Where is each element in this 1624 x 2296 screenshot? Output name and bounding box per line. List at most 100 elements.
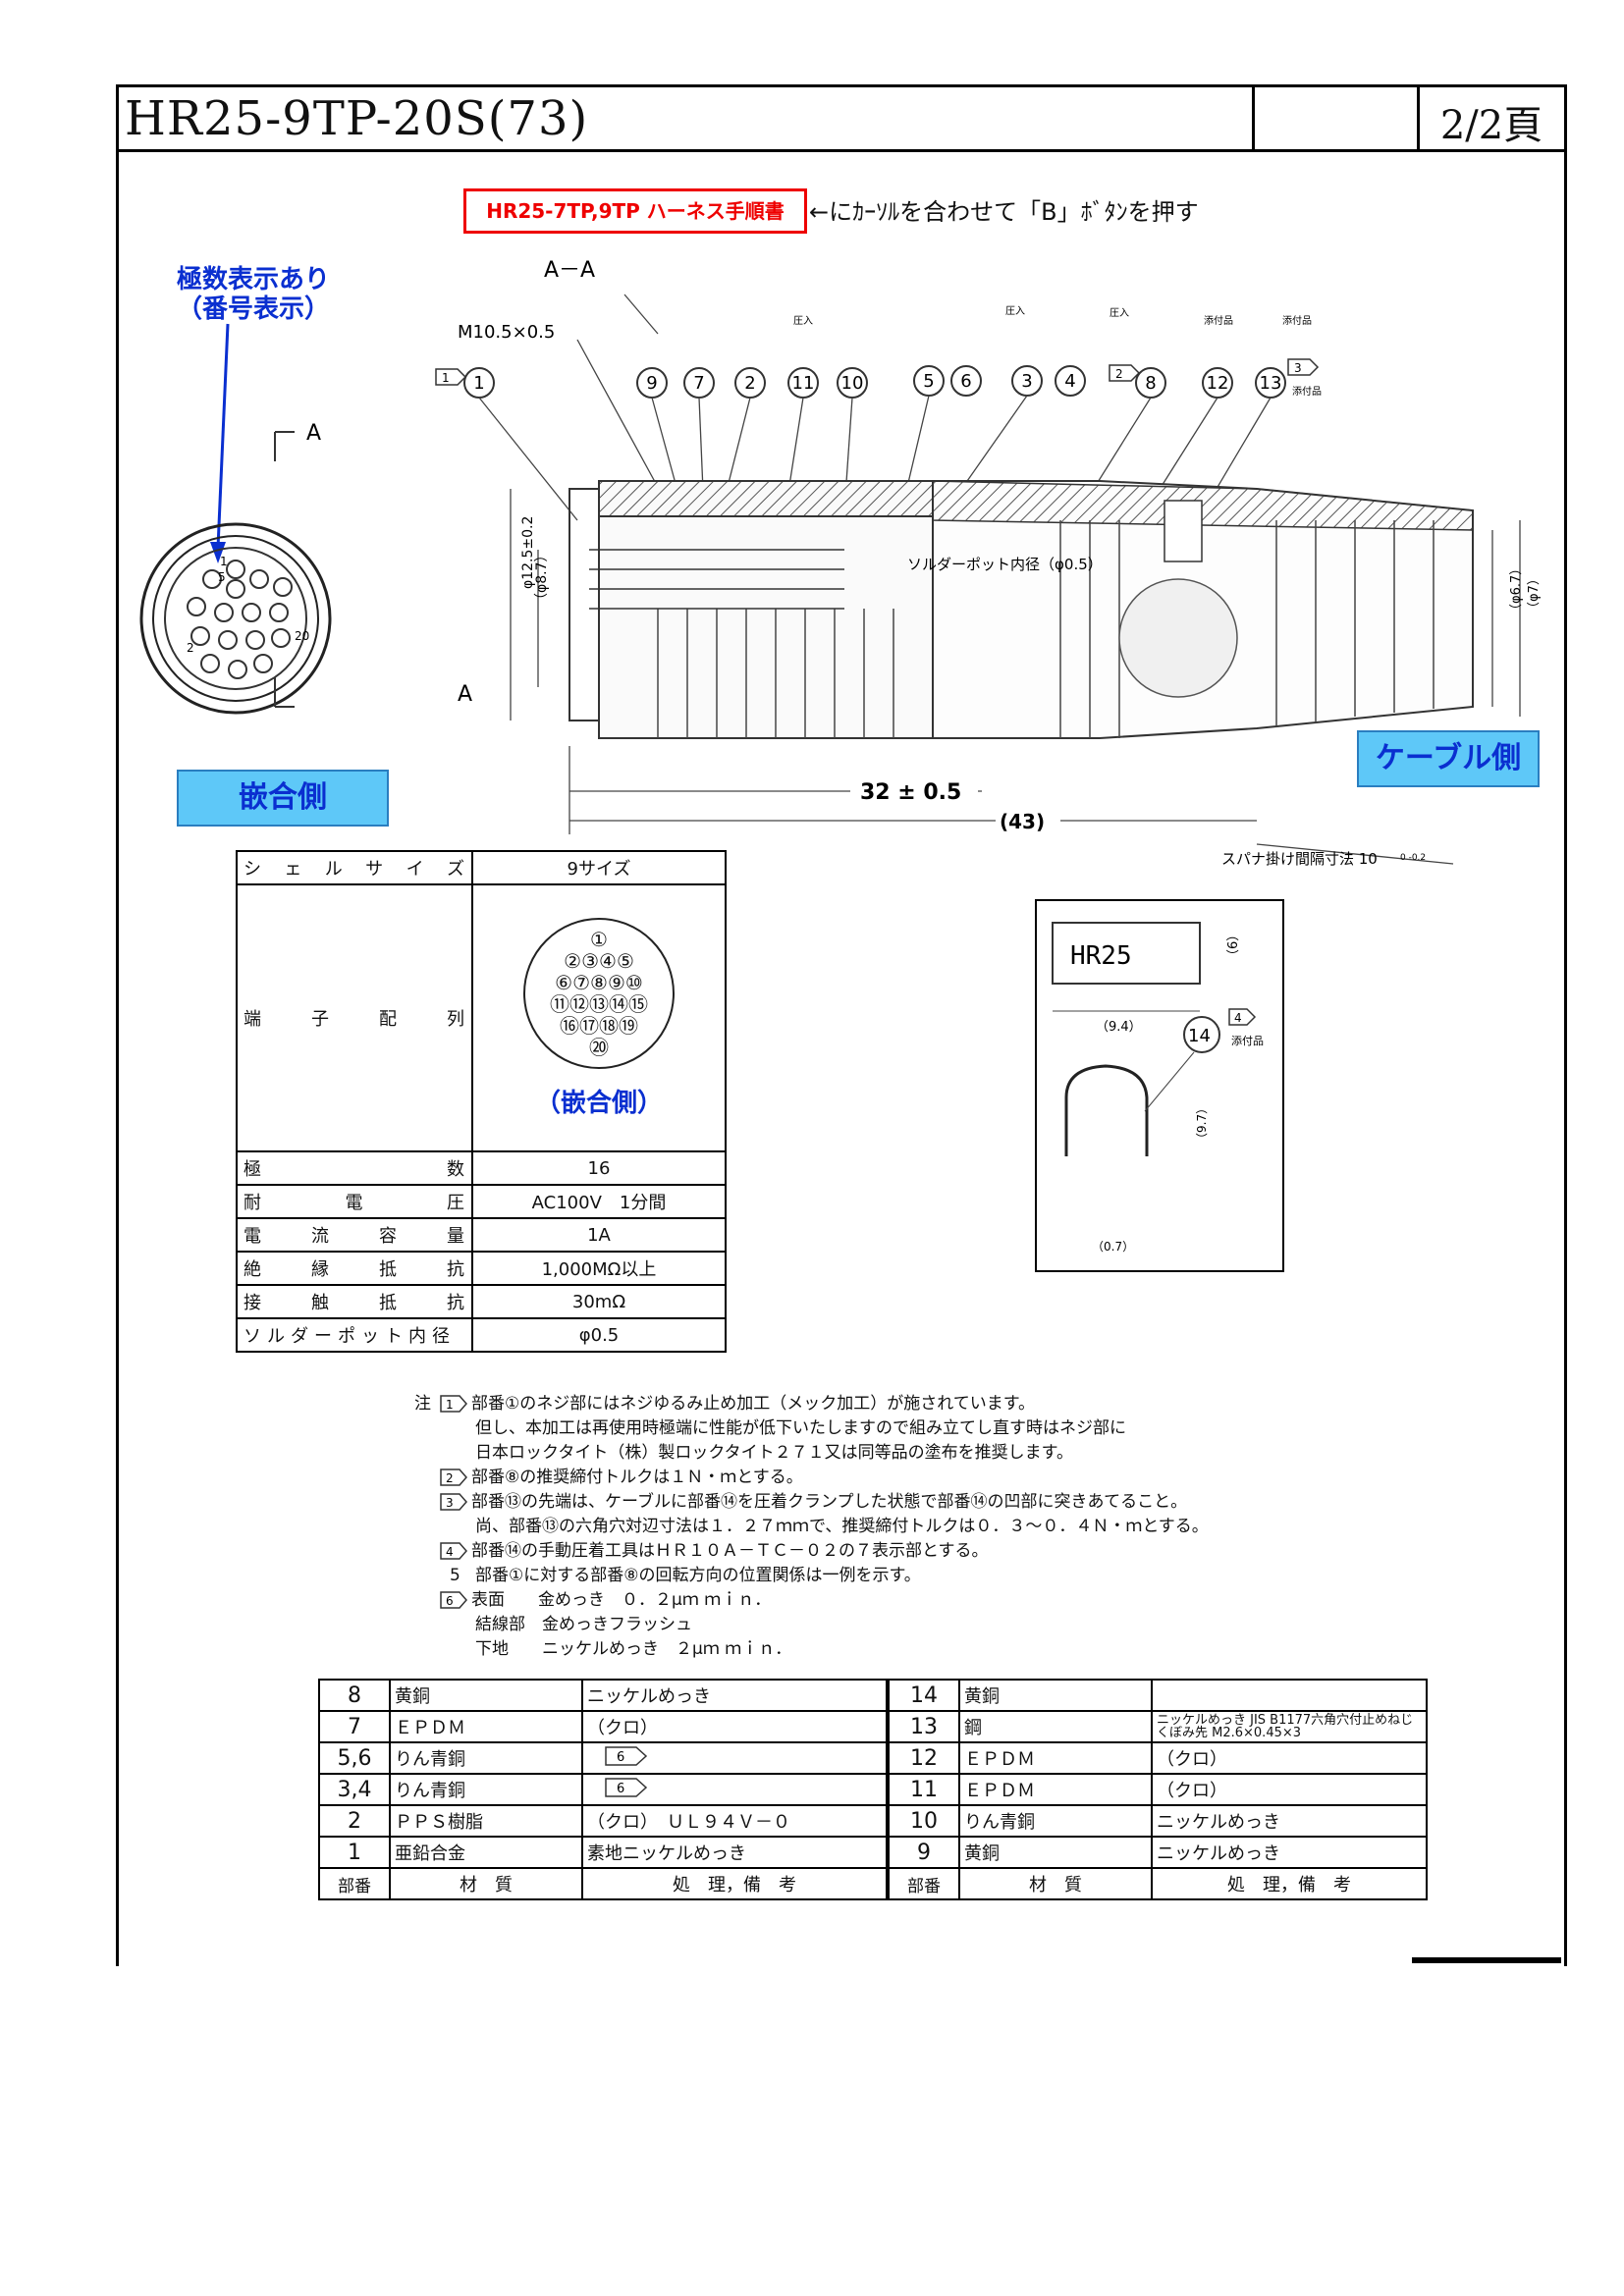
- balloon-1: 1: [473, 373, 484, 394]
- sheet-corner-mark: [1412, 1957, 1561, 1963]
- section-label: A－A: [544, 258, 595, 283]
- spec-value-current: 1A: [471, 1217, 727, 1253]
- pin-row-2: ②③④⑤: [564, 948, 634, 973]
- note-flag-1: 1: [440, 1395, 467, 1413]
- spec-row-voltage: 耐電圧 AC100V 1分間: [236, 1184, 727, 1219]
- pin-label-20: 20: [295, 629, 309, 643]
- svg-text:3: 3: [446, 1496, 454, 1510]
- balloon-13: 13: [1260, 373, 1282, 394]
- balloon-6: 6: [960, 371, 971, 392]
- pin-layout-caption: （嵌合側）: [534, 1088, 663, 1118]
- polarity-callout-line1: 極数表示あり: [176, 265, 330, 294]
- balloon-7: 7: [693, 373, 704, 394]
- note-flag-3: 3: [440, 1493, 467, 1511]
- svg-text:6: 6: [617, 1782, 624, 1796]
- pin-row-1: ①: [590, 927, 608, 951]
- spec-value-voltage: AC100V 1分間: [471, 1184, 727, 1219]
- spanner-tolerance: 0 -0.2: [1400, 853, 1426, 863]
- spec-row-shell-size: シェルサイズ 9サイズ: [236, 850, 727, 885]
- note-line-7: 4 部番⑭の手動圧着工具はＨＲ１０Ａ－ＴＣ－０２の７表示部とする。: [414, 1539, 1209, 1564]
- drawing-sheet: HR25-9TP-20S(73) 2/2頁: [116, 84, 1567, 1966]
- pin-layout-diagram: ① ②③④⑤ ⑥⑦⑧⑨⑩ ⑪⑫⑬⑭⑮ ⑯⑰⑱⑲ ⑳: [523, 917, 675, 1069]
- notes-prefix: 注: [414, 1394, 431, 1414]
- dim-diameter-cable1: （φ6.7）: [1509, 562, 1524, 616]
- part-number-title: HR25-9TP-20S(73): [125, 91, 589, 146]
- note-line-8: 5 部番①に対する部番⑧の回転方向の位置関係は一例を示す。: [450, 1566, 921, 1585]
- note-line-5: 3 部番⑬の先端は、ケーブルに部番⑭を圧着クランプした状態で部番⑭の凹部に突きあ…: [414, 1490, 1209, 1515]
- svg-text:1: 1: [446, 1398, 454, 1412]
- pin-label-1: 1: [220, 555, 228, 568]
- detail-stamp-text: HR25: [1070, 941, 1132, 971]
- mating-side-label: 嵌合側: [177, 770, 389, 827]
- pin-label-5: 5: [218, 570, 226, 584]
- dim-diameter-cable2: （φ7）: [1527, 572, 1542, 614]
- notes-block: 注 1 部番①のネジ部にはネジゆるみ止め加工（メック加工）が施されています。 但…: [414, 1392, 1209, 1662]
- spec-value-contact: 30mΩ: [471, 1284, 727, 1319]
- cable-side-label: ケーブル側: [1357, 730, 1540, 787]
- spec-row-insulation: 絶縁抵抗 1,000MΩ以上: [236, 1251, 727, 1286]
- solder-pot-note: ソルダーポット内径（φ0.5）: [907, 556, 1103, 573]
- balloon-3: 3: [1021, 371, 1032, 392]
- link-instruction: ←にｶｰｿﾙを合わせて「B」ﾎﾞﾀﾝを押す: [809, 198, 1199, 226]
- spec-row-current: 電流容量 1A: [236, 1217, 727, 1253]
- note-line-1: 注 1 部番①のネジ部にはネジゆるみ止め加工（メック加工）が施されています。: [414, 1392, 1209, 1416]
- svg-text:6: 6: [617, 1750, 624, 1765]
- spec-value-shell-size: 9サイズ: [471, 850, 727, 885]
- note-line-10: 結線部 金めっきフラッシュ: [475, 1615, 692, 1634]
- polarity-arrow: [216, 323, 230, 549]
- pin-layout-cell: ① ②③④⑤ ⑥⑦⑧⑨⑩ ⑪⑫⑬⑭⑮ ⑯⑰⑱⑲ ⑳ （嵌合側）: [471, 883, 727, 1152]
- balloon-10: 10: [841, 373, 864, 394]
- pin-row-3: ⑥⑦⑧⑨⑩: [555, 970, 643, 994]
- detail-view-part14: HR25 （9.4） （6） 14 4 添付品 （9.7） （0.7）: [1035, 899, 1284, 1272]
- note-line-4: 2 部番⑧の推奨締付トルクは１Ｎ・ｍとする。: [414, 1466, 1209, 1490]
- tag-attached-2: 添付品: [1282, 314, 1312, 327]
- page-number: 2/2頁: [1439, 103, 1543, 148]
- balloon-5: 5: [923, 371, 934, 392]
- tag-attached-3: 添付品: [1292, 385, 1322, 398]
- flag-1: 1: [442, 371, 450, 385]
- tag-attached-1: 添付品: [1204, 314, 1233, 327]
- section-mark-top: A: [306, 421, 321, 446]
- dim-diameter-inner: （φ8.7）: [534, 549, 550, 608]
- pin-row-6: ⑳: [589, 1035, 609, 1059]
- spec-value-poles: 16: [471, 1150, 727, 1186]
- note-flag-4: 4: [440, 1542, 467, 1560]
- side-view: [568, 480, 1474, 739]
- spec-row-pin-layout: 端子配列 ① ②③④⑤ ⑥⑦⑧⑨⑩ ⑪⑫⑬⑭⑮ ⑯⑰⑱⑲ ⑳ （嵌合側）: [236, 883, 727, 1152]
- detail-flag-4: 4: [1234, 1011, 1242, 1025]
- tag-press-fit-2: 圧入: [1005, 306, 1025, 317]
- dim-length-32: 32 ± 0.5: [860, 780, 961, 805]
- dim-diameter-outer: φ12.5±0.2: [520, 516, 536, 589]
- thread-label: M10.5×0.5: [458, 322, 555, 343]
- section-mark-bottom: A: [458, 682, 472, 707]
- svg-text:6: 6: [446, 1594, 454, 1608]
- front-view: 5 1 20 2 A A: [139, 421, 472, 715]
- spec-row-solder-pot: ソルダーポット内径 φ0.5: [236, 1317, 727, 1353]
- tag-press-fit-3: 圧入: [1110, 308, 1129, 319]
- note-line-2: 但し、本加工は再使用時極端に性能が低下いたしますので組み立てし直す時はネジ部に: [475, 1418, 1126, 1438]
- pin-row-4: ⑪⑫⑬⑭⑮: [550, 991, 648, 1016]
- title-block: HR25-9TP-20S(73) 2/2頁: [119, 87, 1564, 152]
- note-line-6: 尚、部番⑬の六角穴対辺寸法は１．２７ｍｍで、推奨締付トルクは０．３～０．４Ｎ・ｍ…: [475, 1517, 1209, 1536]
- balloon-8: 8: [1145, 373, 1156, 394]
- detail-dim-width: （9.4）: [1096, 1020, 1142, 1035]
- tag-press-fit-1: 圧入: [793, 316, 813, 327]
- pin-row-5: ⑯⑰⑱⑲: [560, 1013, 638, 1038]
- spec-row-contact: 接触抵抗 30mΩ: [236, 1284, 727, 1319]
- harness-manual-link[interactable]: HR25-7TP,9TP ハーネス手順書: [463, 188, 807, 234]
- polarity-callout: 極数表示あり （番号表示）: [175, 265, 332, 324]
- detail-dim-depth: （9.7）: [1195, 1102, 1209, 1145]
- polarity-callout-line2: （番号表示）: [176, 294, 330, 324]
- note-line-3: 日本ロックタイト（株）製ロックタイト２７１又は同等品の塗布を推奨します。: [475, 1443, 1073, 1463]
- balloon-11: 11: [792, 373, 815, 394]
- connector-drawing: 5 1 20 2 A A A－A M10.5×0.5 1 9 7 2 11 10…: [139, 258, 1542, 868]
- note-line-9: 6 表面 金めっき ０．２μｍ ｍｉｎ．: [414, 1588, 1209, 1613]
- svg-text:4: 4: [446, 1545, 454, 1559]
- detail-balloon-14: 14: [1188, 1026, 1211, 1046]
- spec-value-insulation: 1,000MΩ以上: [471, 1251, 727, 1286]
